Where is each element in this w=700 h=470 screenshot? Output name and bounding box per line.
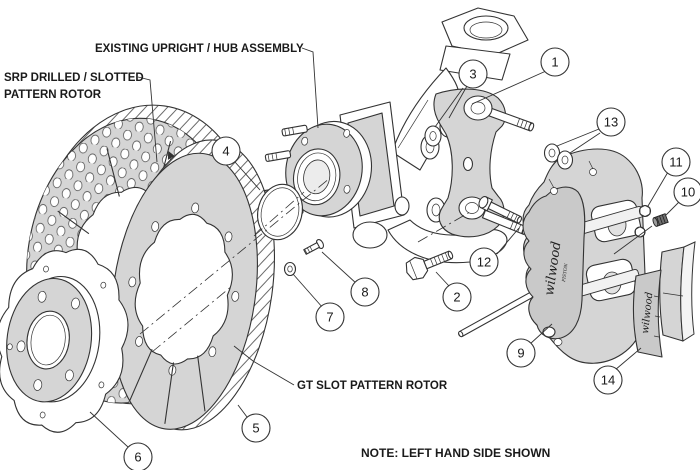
hat-lug-holes [16, 290, 80, 391]
brake-caliper: wilwood PISTON [522, 148, 647, 364]
callout-10: 10 [673, 177, 700, 207]
label-gt-rotor: GT SLOT PATTERN ROTOR [297, 380, 448, 392]
svg-text:12: 12 [477, 255, 491, 270]
callout-3: 3 [458, 59, 488, 89]
bolt-item12 [478, 196, 523, 224]
wheel-stud [281, 124, 308, 137]
svg-text:10: 10 [681, 185, 695, 200]
svg-text:9: 9 [517, 346, 524, 361]
balljoint-bore [463, 15, 509, 41]
pad-backing-plate [632, 269, 663, 358]
svg-text:7: 7 [326, 310, 333, 325]
callout-12: 12 [469, 247, 499, 277]
svg-text:1: 1 [551, 55, 558, 70]
rotor-slots [57, 140, 219, 235]
svg-text:5: 5 [252, 421, 259, 436]
svg-text:8: 8 [361, 285, 368, 300]
svg-text:6: 6 [134, 450, 141, 465]
pad-logo-text: wilwood [640, 291, 655, 334]
callout-14: 14 [593, 365, 623, 395]
label-srp-line1: SRP DRILLED / SLOTTED [4, 72, 144, 84]
mount-nut [634, 204, 652, 238]
label-note: NOTE: LEFT HAND SIDE SHOWN [361, 446, 550, 460]
gt-slots [129, 349, 206, 424]
caliper-fitting [542, 326, 556, 338]
svg-text:13: 13 [604, 115, 618, 130]
svg-text:14: 14 [601, 373, 615, 388]
rotor-hat [0, 248, 129, 433]
callout-4: 4 [211, 136, 241, 166]
centerline [151, 285, 233, 353]
callout-7: 7 [315, 302, 345, 332]
callout-8: 8 [350, 277, 380, 307]
leader-lines [89, 47, 681, 448]
caliper-mount-bracket [433, 88, 535, 238]
brake-pad-set: wilwood [632, 241, 696, 358]
svg-text:4: 4 [222, 144, 229, 159]
hat-flange-holes [6, 265, 107, 419]
centerline [139, 177, 331, 335]
svg-text:3: 3 [469, 67, 476, 82]
wheel-stud [264, 150, 292, 162]
svg-text:2: 2 [453, 290, 460, 305]
caliper-sub-text: PISTON [561, 262, 570, 283]
label-srp-line2: PATTERN ROTOR [4, 89, 102, 101]
centerline [417, 211, 471, 243]
callout-9: 9 [506, 338, 536, 368]
washer-pair-item13 [543, 143, 574, 170]
hex-bolt-item2 [405, 250, 454, 281]
alignment-line [613, 225, 653, 255]
callout-11: 11 [661, 147, 691, 177]
callout-13: 13 [596, 107, 626, 137]
bleed-screw [548, 160, 597, 195]
callout-1: 1 [540, 47, 570, 77]
gt-slot-rotor [111, 139, 276, 431]
callout-5: 5 [241, 413, 271, 443]
callout-6: 6 [123, 442, 153, 470]
o-ring [257, 183, 303, 241]
bleed-plug-item10 [652, 213, 669, 227]
svg-text:11: 11 [669, 155, 683, 170]
hat-center-bore [26, 310, 70, 370]
small-bolt-item8 [303, 238, 325, 255]
bracket-bolt [488, 107, 535, 132]
label-upright: EXISTING UPRIGHT / HUB ASSEMBLY [95, 43, 304, 55]
rotor-bolt-holes [128, 202, 240, 376]
hub-assembly [262, 120, 373, 218]
callout-2: 2 [442, 282, 472, 312]
washer-item7 [283, 261, 297, 277]
